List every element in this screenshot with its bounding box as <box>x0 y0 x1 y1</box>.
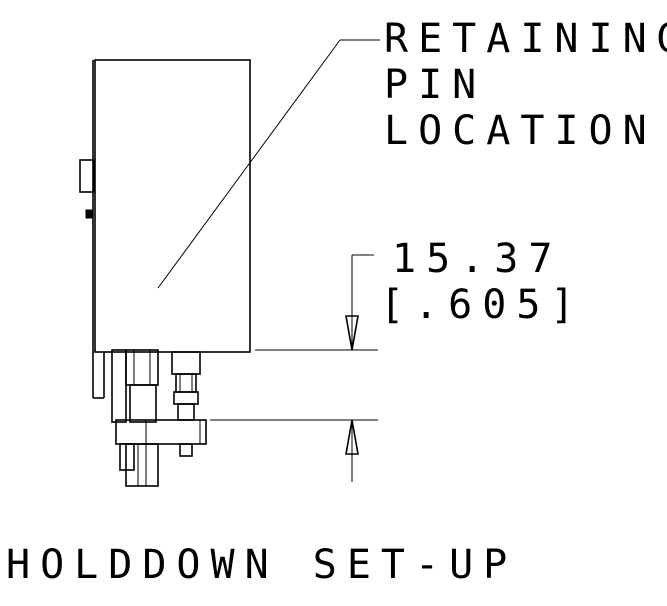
callout-line-1: RETAINING <box>384 16 667 62</box>
callout-line-3: LOCATION <box>384 108 657 154</box>
dimension-metric: 15.37 <box>392 236 562 282</box>
callout-line-2: PIN <box>384 62 486 108</box>
drawing-caption: HOLDDOWN SET-UP <box>6 542 517 588</box>
side-bracket <box>79 159 95 219</box>
housing-body <box>92 59 251 399</box>
dimension-imperial: [.605] <box>380 282 585 328</box>
callout-leader <box>157 39 380 289</box>
clamp-assembly <box>111 349 207 487</box>
dimension-lines <box>210 254 378 482</box>
